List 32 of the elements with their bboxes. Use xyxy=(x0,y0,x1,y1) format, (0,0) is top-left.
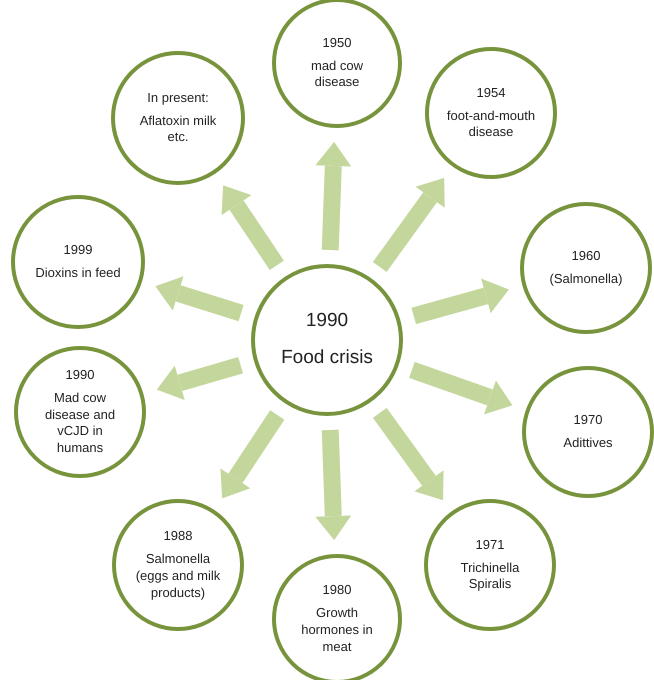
year-label: 1954 xyxy=(476,84,506,102)
event-label: Adittives xyxy=(563,435,613,452)
event-label: mad cow disease xyxy=(310,58,364,92)
block-arrow xyxy=(222,185,284,270)
year-label: 1950 xyxy=(322,34,352,52)
event-label: Growth hormones in meat xyxy=(300,605,374,656)
year-label: In present: xyxy=(147,90,209,107)
year-label: 1990 xyxy=(66,366,94,384)
event-label: Mad cow disease and vCJD in humans xyxy=(44,390,116,458)
year-label: 1999 xyxy=(64,242,92,259)
block-arrow xyxy=(372,408,444,500)
event-label: foot-and-mouth disease xyxy=(446,108,536,142)
block-arrow xyxy=(155,276,244,322)
year-label: 1971 xyxy=(476,536,504,554)
block-arrow xyxy=(315,430,352,540)
event-label: Food crisis xyxy=(281,346,373,370)
event-label: (Salmonella) xyxy=(550,271,622,288)
year-label: 1970 xyxy=(574,412,602,429)
block-arrow xyxy=(315,142,352,250)
year-label: 1990 xyxy=(306,309,348,334)
event-label: Trichinella Spiralis xyxy=(460,560,520,594)
year-label: 1980 xyxy=(322,582,352,600)
block-arrow xyxy=(220,410,284,498)
block-arrow xyxy=(156,357,243,400)
block-arrow xyxy=(411,278,509,324)
year-label: 1988 xyxy=(164,528,192,546)
event-label: Salmonella (eggs and milk products) xyxy=(134,551,222,602)
year-label: 1960 xyxy=(572,248,600,265)
block-arrow xyxy=(372,178,445,272)
block-arrow xyxy=(409,362,513,414)
event-label: Aflatoxin milk etc. xyxy=(138,112,218,146)
event-label: Dioxins in feed xyxy=(35,265,121,282)
